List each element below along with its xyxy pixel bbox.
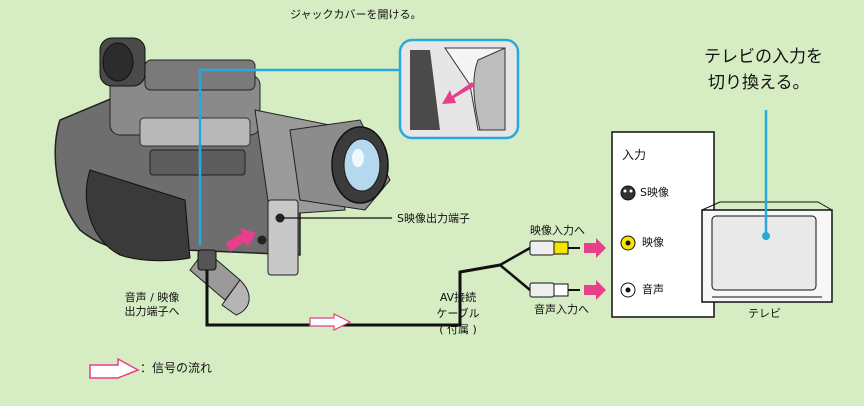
input-s-video-label: S映像 [640, 186, 669, 199]
jack-cover-callout [198, 38, 520, 245]
open-cover-label: ジャックカバーを開ける。 [290, 8, 422, 21]
legend-label: ：信号の流れ [140, 361, 213, 375]
av-cable-label-3: ( 付属 ) [439, 323, 477, 336]
input-audio-label: 音声 [642, 283, 664, 296]
input-video-label: 映像 [642, 236, 664, 249]
tv-switch-label-1: テレビの入力を [704, 47, 823, 67]
av-cable [197, 240, 580, 327]
pink-arrows [226, 228, 606, 300]
video-in-label: 映像入力へ [530, 224, 585, 237]
legend-arrow-icon [89, 357, 140, 379]
av-out-label-2: 出力端子へ [124, 305, 180, 318]
input-panel-title: 入力 [622, 148, 647, 162]
television [701, 110, 833, 303]
tv-input-panel [611, 131, 715, 318]
av-cable-label-2: ケーブル [436, 307, 480, 320]
tv-switch-label-2: 切り換える。 [708, 73, 810, 93]
av-out-label-1: 音声 / 映像 [124, 291, 180, 304]
s-video-out-label: S映像出力端子 [397, 212, 470, 225]
camcorder [54, 37, 391, 316]
av-cable-label-1: AV接続 [439, 291, 477, 304]
signal-flow-arrow [309, 313, 352, 331]
audio-in-label: 音声入力へ [534, 303, 589, 316]
tv-label: テレビ [748, 307, 781, 320]
